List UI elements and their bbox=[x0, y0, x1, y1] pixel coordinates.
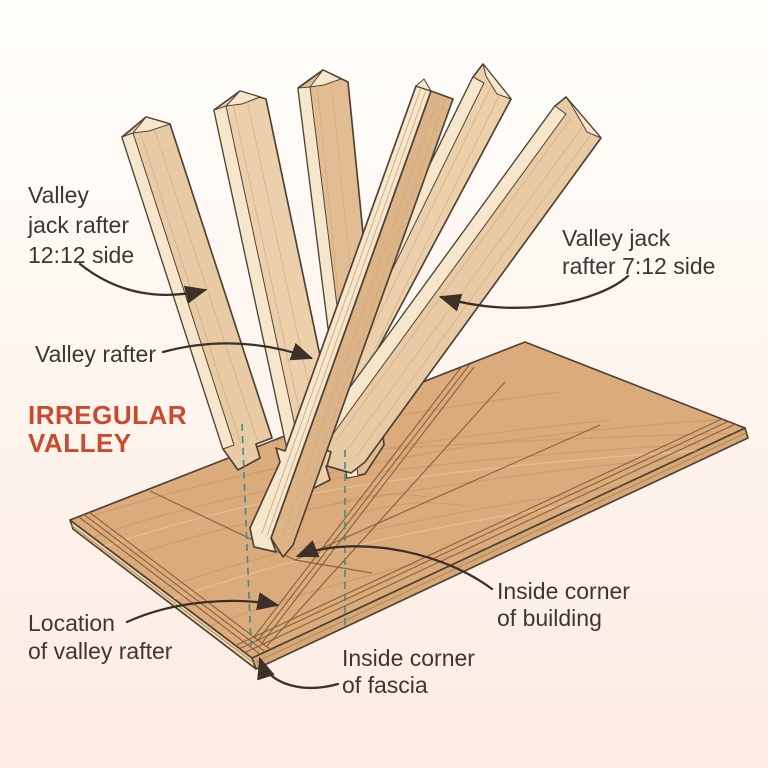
arrow-jack-12-12 bbox=[78, 262, 208, 304]
rafter-tip-cut bbox=[565, 96, 602, 139]
label-location-line1: Location bbox=[28, 610, 115, 636]
label-corner-building-line2: of building bbox=[497, 605, 602, 631]
plumb-projection-lines bbox=[241, 423, 346, 647]
label-location-line2: of valley rafter bbox=[28, 638, 173, 664]
heading-irregular: IRREGULAR bbox=[28, 400, 187, 430]
wall-line-7-12-wing bbox=[294, 424, 601, 561]
arrow-inside-corner-fascia bbox=[257, 656, 340, 689]
arrow-valley-location bbox=[125, 592, 280, 624]
arrow-valley-rafter bbox=[161, 342, 314, 361]
valley-tip-cut bbox=[415, 78, 433, 92]
valley-jack-rafter-12-12-a bbox=[121, 116, 273, 471]
label-jack-12-12-line2: jack rafter bbox=[27, 212, 129, 238]
label-jack-7-12-line1: Valley jack bbox=[562, 225, 671, 251]
arrow-inside-corner-building bbox=[295, 540, 494, 591]
rafter-tip-cut bbox=[131, 116, 172, 134]
callout-arrows bbox=[78, 262, 630, 689]
label-corner-fascia-line1: Inside corner bbox=[342, 645, 475, 671]
fascia-lines-left-wing bbox=[74, 505, 280, 658]
dashed-line-left bbox=[241, 423, 252, 647]
label-corner-building-line1: Inside corner bbox=[497, 578, 630, 604]
rafter-tip-cut bbox=[308, 69, 343, 88]
deck-edge-ply-line-right bbox=[253, 432, 747, 664]
valley-rafter bbox=[249, 78, 454, 558]
label-valley-rafter: Valley rafter bbox=[35, 341, 156, 367]
rafter-top-edge bbox=[121, 132, 235, 450]
plywood-deck bbox=[69, 341, 749, 670]
deck-edge-ply-line-left bbox=[70, 524, 255, 664]
rafter-tip-cut bbox=[224, 90, 262, 107]
labels: Valley jack rafter 12:12 side Valley raf… bbox=[27, 182, 715, 698]
label-jack-12-12-line1: Valley bbox=[28, 182, 89, 208]
valley-location-lines bbox=[253, 360, 506, 647]
label-jack-7-12-line2: rafter 7:12 side bbox=[562, 253, 715, 279]
arrow-jack-7-12 bbox=[438, 274, 630, 312]
heading-valley: VALLEY bbox=[28, 428, 132, 458]
fascia-lines-right-wing bbox=[225, 411, 743, 658]
label-corner-fascia-line2: of fascia bbox=[342, 672, 428, 698]
label-jack-12-12-line3: 12:12 side bbox=[28, 242, 134, 268]
rafter-tip-cut bbox=[482, 63, 513, 101]
